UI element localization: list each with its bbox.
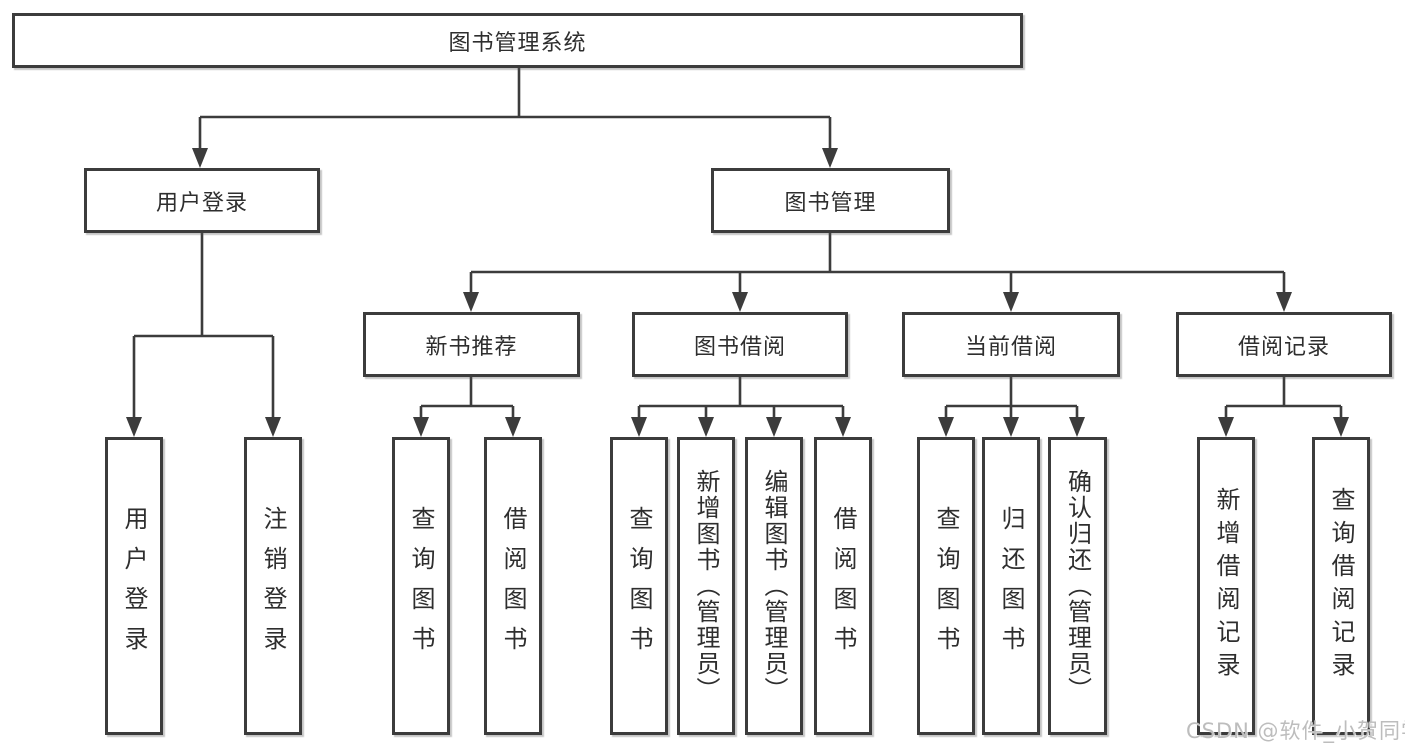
node-label: 用户登录	[155, 190, 248, 216]
node-label: 当前借阅	[964, 334, 1057, 360]
leaf-label: 编辑图书（管理员）	[760, 469, 788, 703]
leaf-query-books-borrow: 查询图书	[610, 437, 668, 735]
leaf-label: 借阅图书	[829, 506, 857, 666]
leaf-borrow-books-recommend: 借阅图书	[484, 437, 542, 735]
leaf-query-books-current: 查询图书	[917, 437, 975, 735]
branch-user-login	[132, 233, 275, 422]
leaf-label: 新增借阅记录	[1212, 487, 1240, 685]
leaf-confirm-return-admin: 确认归还（管理员）	[1048, 437, 1107, 735]
leaf-query-borrow-record: 查询借阅记录	[1312, 437, 1370, 735]
leaf-label: 查询图书	[625, 506, 653, 666]
leaf-label: 确认归还（管理员）	[1063, 469, 1092, 703]
branch-book-management	[469, 233, 1286, 297]
node-root-label: 图书管理系统	[448, 30, 587, 56]
leaf-add-borrow-record: 新增借阅记录	[1197, 437, 1255, 735]
leaf-label: 注销登录	[259, 506, 287, 666]
node-user-login: 用户登录	[84, 168, 320, 233]
node-book-management: 图书管理	[711, 168, 950, 233]
branch-new-book-recommend	[419, 377, 515, 422]
node-label: 新书推荐	[425, 334, 518, 360]
node-label: 借阅记录	[1237, 334, 1330, 360]
leaf-query-books-recommend: 查询图书	[392, 437, 450, 735]
node-label: 图书管理	[784, 190, 877, 216]
leaf-label: 查询图书	[407, 506, 435, 666]
node-new-book-recommend: 新书推荐	[363, 312, 580, 377]
leaf-label: 查询借阅记录	[1327, 487, 1355, 685]
branch-borrow-records	[1224, 377, 1343, 422]
leaf-edit-book-admin: 编辑图书（管理员）	[745, 437, 803, 735]
node-current-borrow: 当前借阅	[902, 312, 1120, 377]
leaf-logout: 注销登录	[244, 437, 302, 735]
leaf-label: 借阅图书	[499, 506, 527, 666]
leaf-add-book-admin: 新增图书（管理员）	[677, 437, 735, 735]
branch-root	[198, 68, 832, 152]
node-label: 图书借阅	[693, 334, 786, 360]
arrow-heads	[126, 148, 1349, 437]
leaf-label: 归还图书	[997, 506, 1025, 666]
csdn-watermark: CSDN @软件_小贺同学	[1186, 719, 1405, 743]
leaf-label: 查询图书	[932, 506, 960, 666]
leaf-borrow-books: 借阅图书	[814, 437, 872, 735]
leaf-return-book: 归还图书	[982, 437, 1040, 735]
leaf-label: 用户登录	[120, 506, 148, 666]
node-borrow-records: 借阅记录	[1176, 312, 1392, 377]
leaf-label: 新增图书（管理员）	[692, 469, 720, 703]
leaf-user-login: 用户登录	[105, 437, 163, 735]
branch-book-borrow	[637, 377, 845, 422]
node-book-borrow: 图书借阅	[632, 312, 848, 377]
branch-current-borrow	[944, 377, 1079, 422]
node-root: 图书管理系统	[12, 13, 1023, 68]
